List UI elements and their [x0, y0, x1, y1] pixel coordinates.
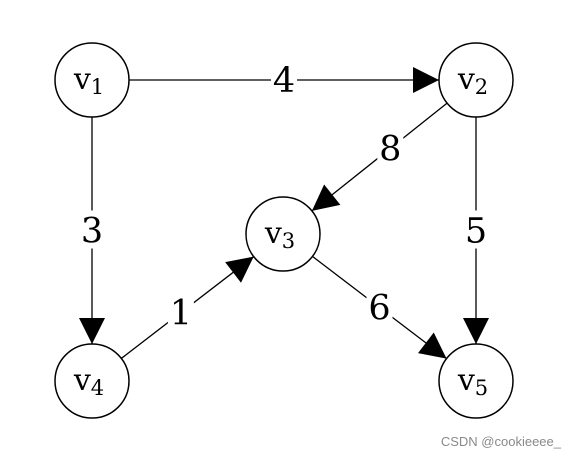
edge-weight-v4-v3: 1: [170, 294, 192, 334]
edge-weight-background: [167, 292, 194, 331]
node-label: v2: [457, 62, 488, 99]
node-letter: v: [457, 62, 475, 97]
edge-v2-v5: 5: [463, 117, 489, 344]
edge-weight-v1-v4: 3: [81, 212, 103, 252]
edge-v3-v5: 6: [312, 255, 447, 360]
node-circle: [245, 196, 321, 272]
node-letter: v: [73, 363, 91, 398]
node-circle: [54, 343, 130, 419]
edge-weight-background: [377, 128, 404, 167]
edge-weight-background: [366, 287, 393, 326]
watermark: CSDN @cookieeee_: [440, 434, 561, 449]
node-subscript: 4: [91, 376, 104, 400]
edge-v1-v2: 4: [129, 60, 439, 101]
node-label: v5: [457, 363, 488, 400]
edge-weight-v3-v5: 6: [368, 289, 390, 329]
edge-weight-v2-v5: 5: [465, 212, 487, 252]
node-v1: v1: [54, 42, 130, 118]
node-circle: [54, 42, 130, 118]
node-circle: [438, 343, 514, 419]
node-letter: v: [73, 62, 91, 97]
node-subscript: 2: [475, 75, 488, 99]
node-circle: [438, 42, 514, 118]
edge-weight-background: [463, 210, 489, 249]
node-label: v4: [73, 363, 104, 400]
edge-weight-v2-v3: 8: [379, 129, 401, 169]
edge-weight-background: [271, 60, 297, 98]
edge-v2-v3: 8: [311, 102, 448, 212]
edge-v4-v3: 1: [120, 256, 255, 359]
node-label: v3: [264, 216, 295, 253]
node-v5: v5: [438, 343, 514, 419]
node-v4: v4: [54, 343, 130, 419]
edge-v1-v4: 3: [79, 117, 105, 344]
edge-weight-v1-v2: 4: [273, 61, 295, 101]
node-subscript: 3: [282, 229, 295, 253]
node-v2: v2: [438, 42, 514, 118]
node-letter: v: [457, 363, 475, 398]
edge-weight-background: [79, 210, 105, 249]
node-subscript: 5: [475, 376, 488, 400]
node-v3: v3: [245, 196, 321, 272]
node-letter: v: [264, 216, 282, 251]
node-label: v1: [73, 62, 104, 99]
node-subscript: 1: [91, 75, 104, 99]
